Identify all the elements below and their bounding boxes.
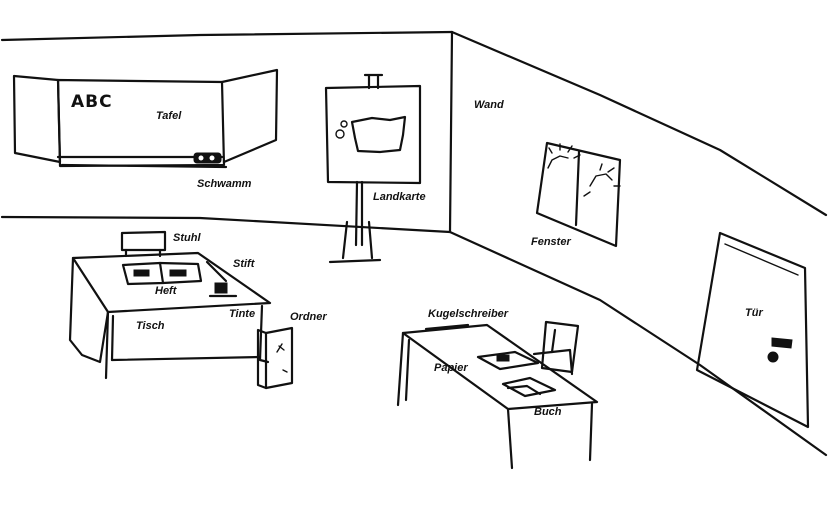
paper-sheet bbox=[476, 350, 540, 371]
right-table bbox=[396, 323, 599, 470]
left-chair bbox=[120, 230, 167, 258]
label-tisch: Tisch bbox=[136, 320, 165, 332]
left-table bbox=[68, 251, 272, 380]
sponge bbox=[193, 152, 222, 164]
label-papier: Papier bbox=[434, 362, 468, 374]
label-stuhl: Stuhl bbox=[173, 232, 201, 244]
label-fenster: Fenster bbox=[531, 236, 571, 248]
board-text: ABC bbox=[71, 92, 113, 112]
label-landkarte: Landkarte bbox=[373, 191, 426, 203]
label-buch: Buch bbox=[534, 406, 562, 418]
right-chair bbox=[532, 320, 580, 376]
book bbox=[501, 376, 557, 398]
label-schwamm: Schwamm bbox=[197, 178, 252, 190]
ballpoint-pen bbox=[424, 323, 470, 331]
window bbox=[535, 141, 622, 248]
label-heft: Heft bbox=[155, 285, 177, 297]
binder bbox=[256, 326, 294, 390]
label-kugelschreiber: Kugelschreiber bbox=[428, 308, 509, 320]
room-walls bbox=[0, 30, 828, 457]
ink-bottle bbox=[208, 282, 238, 298]
door bbox=[695, 231, 810, 429]
label-stift: Stift bbox=[233, 258, 255, 270]
blackboard bbox=[12, 68, 279, 169]
label-tuer: Tür bbox=[745, 307, 763, 319]
label-ordner: Ordner bbox=[290, 311, 327, 323]
map-easel bbox=[324, 73, 422, 264]
label-tafel: Tafel bbox=[156, 110, 182, 122]
label-wand: Wand bbox=[474, 99, 504, 111]
notebook bbox=[121, 261, 203, 286]
label-tinte: Tinte bbox=[229, 308, 256, 320]
pen-left bbox=[205, 260, 228, 283]
